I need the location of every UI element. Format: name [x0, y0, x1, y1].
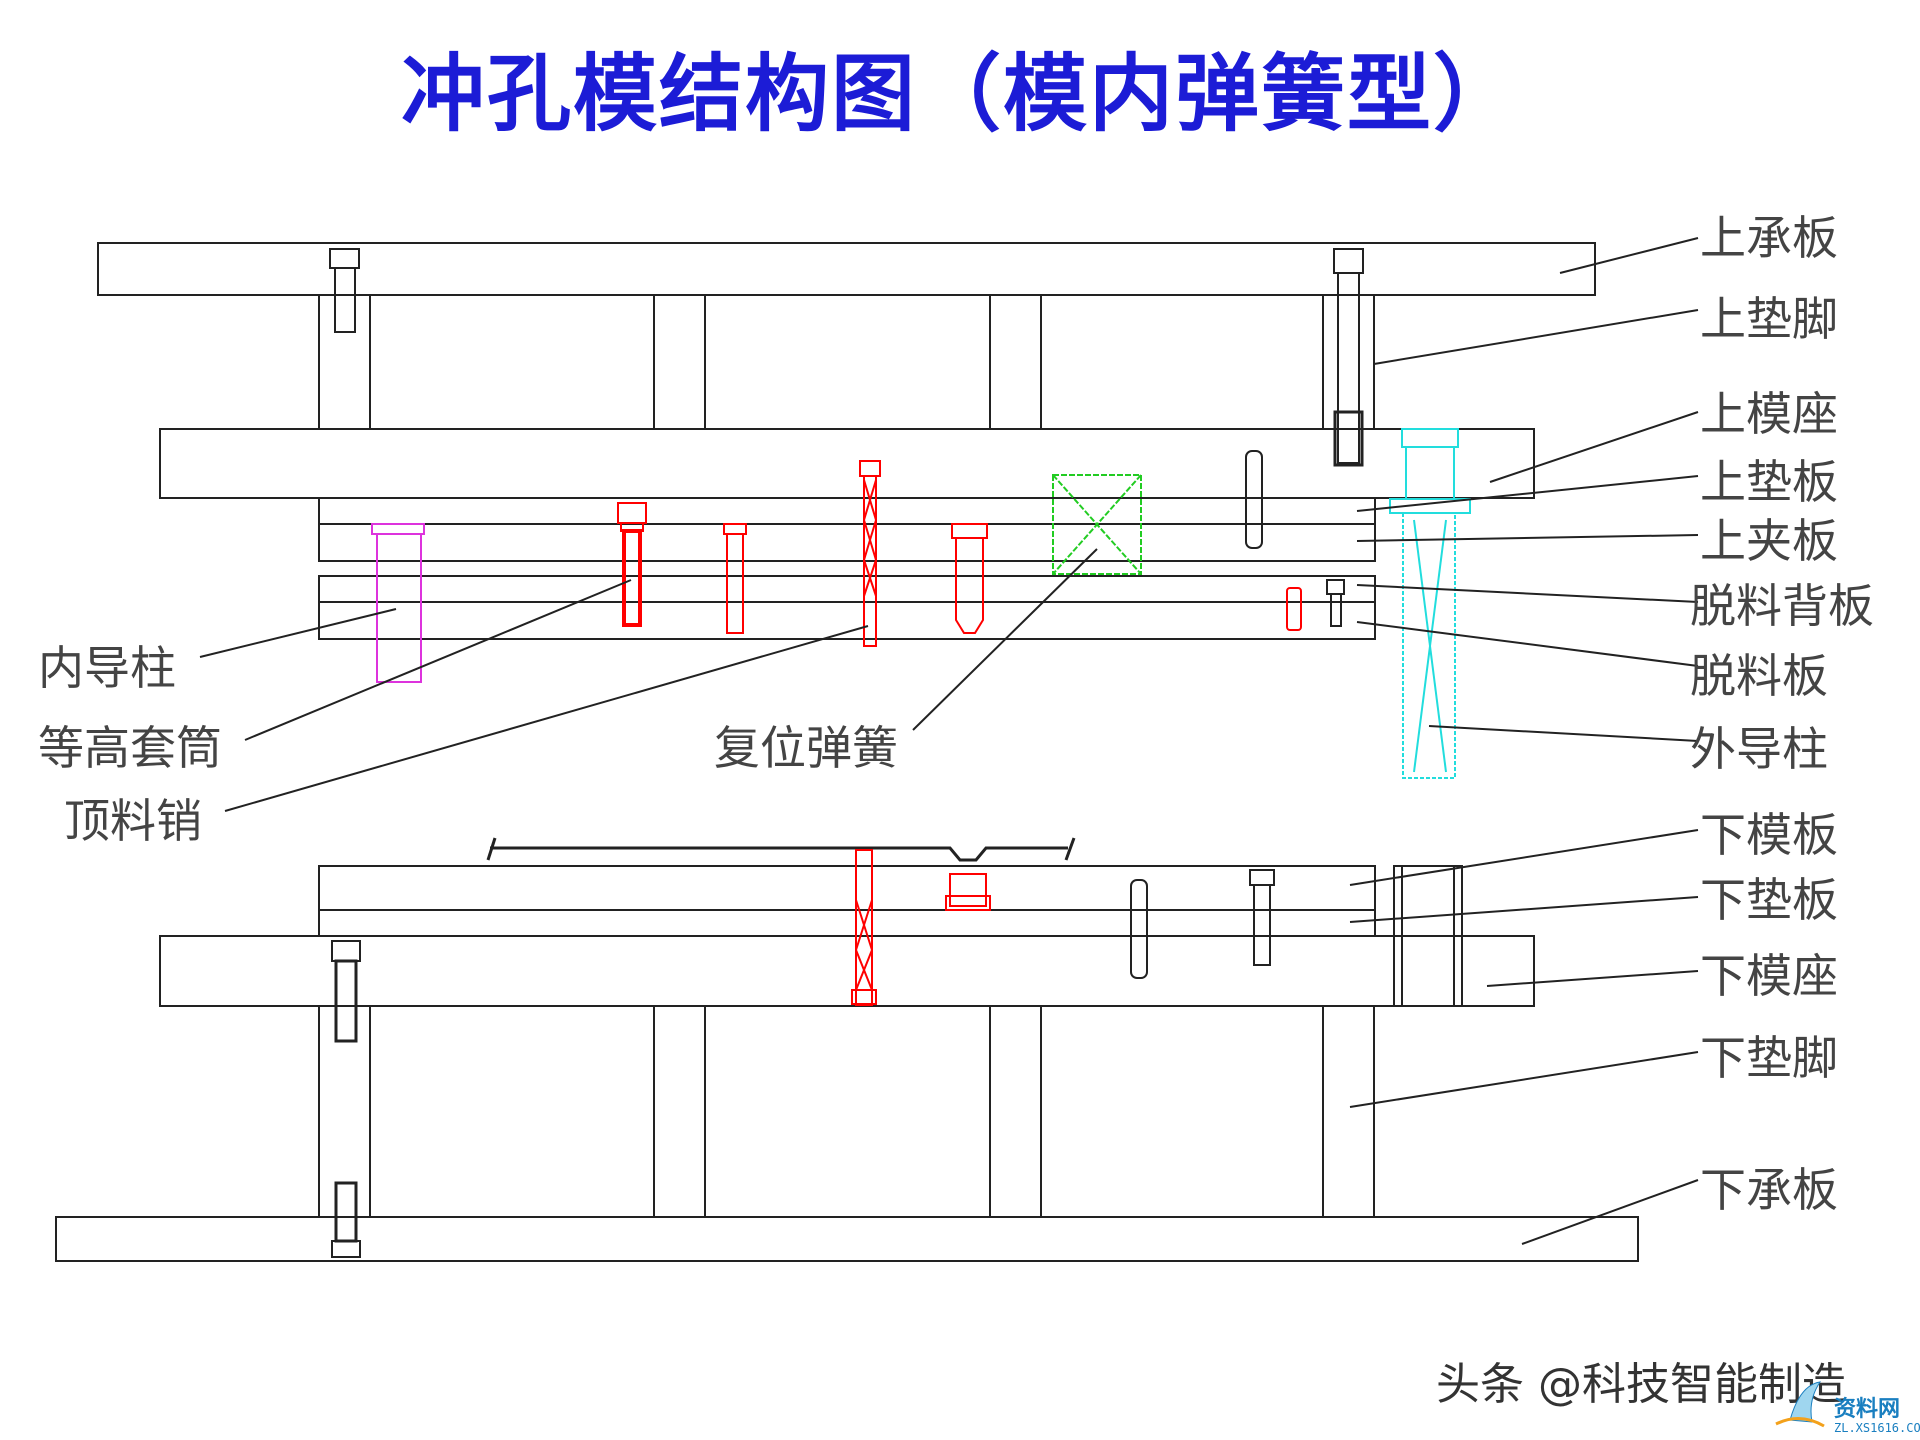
watermark-text: 头条 @科技智能制造: [1436, 1359, 1846, 1410]
lower-screw-bottom: [331, 1181, 361, 1258]
label-lower-bearing-plate: 下承板: [1700, 1163, 1838, 1217]
watermark-logo: 资料网 ZL.XS1616.COM: [1775, 1381, 1920, 1435]
inner-guide-post: [371, 523, 425, 683]
label-lower-spacer-foot: 下垫脚: [1700, 1031, 1838, 1085]
upper-clamp-plate: [318, 523, 1376, 562]
label-equal-height-sleeve: 等高套筒: [38, 721, 222, 775]
upper-bearing-plate: [97, 242, 1596, 296]
label-upper-die-seat: 上模座: [1700, 387, 1838, 441]
label-upper-clamp-plate: 上夹板: [1700, 514, 1838, 568]
stripper-insert: [1286, 587, 1302, 631]
label-lower-die-plate: 下模板: [1700, 808, 1838, 862]
equal-height-sleeve: [617, 502, 647, 627]
label-stripper-plate: 脱料板: [1690, 649, 1828, 703]
lower-die-screw: [1249, 869, 1275, 966]
stripper-back-plate: [318, 575, 1376, 603]
label-upper-spacer-foot: 上垫脚: [1700, 292, 1838, 346]
ejector-pin: [859, 460, 881, 647]
label-return-spring: 复位弹簧: [714, 721, 898, 775]
lower-ejector-pin: [851, 849, 877, 1006]
lower-screw-left: [331, 940, 361, 1043]
die-insert: [945, 873, 991, 911]
pin-slot-upper: [1245, 450, 1263, 549]
piercing-punch: [951, 523, 988, 634]
stripper-screw: [1326, 579, 1345, 627]
label-ejector-pin: 顶料销: [64, 794, 202, 848]
label-stripper-back-plate: 脱料背板: [1690, 579, 1874, 633]
lower-backing-plate: [318, 909, 1376, 937]
lower-die-plate: [318, 865, 1376, 911]
label-lower-backing-plate: 下垫板: [1700, 873, 1838, 927]
upper-screw-right: [1333, 248, 1364, 467]
outer-guide-post: [1389, 428, 1471, 779]
upper-screw-left: [329, 248, 360, 333]
watermark-logo-text: 资料网: [1834, 1397, 1900, 1422]
lower-bearing-plate: [55, 1216, 1639, 1262]
lower-die-seat: [159, 935, 1535, 1007]
label-upper-backing-plate: 上垫板: [1700, 455, 1838, 509]
diagram-title: 冲孔模结构图（模内弹簧型）: [400, 44, 1519, 143]
watermark-logo-url: ZL.XS1616.COM: [1834, 1421, 1920, 1435]
label-upper-bearing-plate: 上承板: [1700, 211, 1838, 265]
leader-lines: [199, 237, 1699, 1245]
label-inner-guide-post: 内导柱: [38, 641, 176, 695]
lower-pin-slot: [1130, 879, 1148, 979]
punch-red-1: [723, 523, 747, 634]
strip-material: [486, 837, 1076, 862]
upper-spacer-feet: [318, 294, 1375, 430]
stripper-plate: [318, 601, 1376, 640]
label-outer-guide-post: 外导柱: [1690, 722, 1828, 776]
upper-die-seat: [159, 428, 1535, 499]
upper-backing-plate: [318, 497, 1376, 525]
label-lower-die-seat: 下模座: [1700, 949, 1838, 1003]
return-spring: [1052, 474, 1142, 575]
lower-spacer-feet: [318, 1005, 1375, 1218]
guide-bushing: [1393, 865, 1463, 1007]
